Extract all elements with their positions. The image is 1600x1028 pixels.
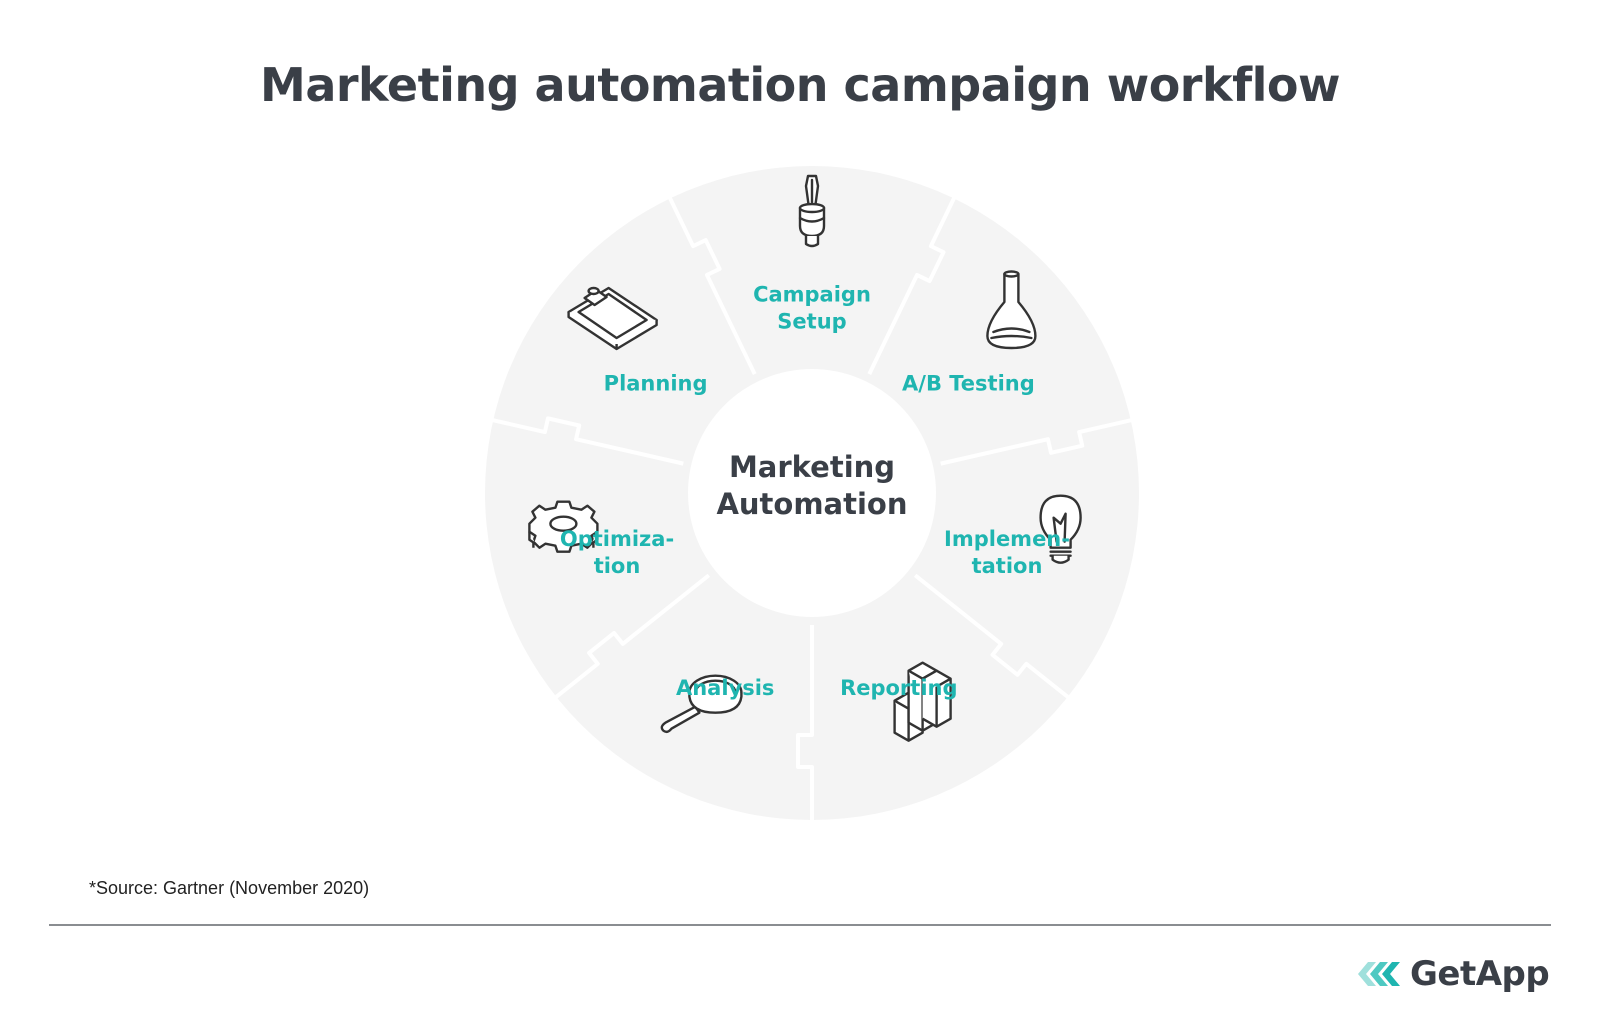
center-label-line2: Automation	[716, 487, 907, 521]
segment-label: Implemen-	[944, 527, 1070, 551]
segment-label: Reporting	[840, 676, 957, 700]
segment-label: Setup	[777, 310, 846, 334]
segment-label: Planning	[604, 371, 708, 395]
source-note: *Source: Gartner (November 2020)	[89, 878, 369, 899]
footer-divider	[49, 924, 1551, 926]
segment-label: tion	[594, 554, 641, 578]
segment-label: Optimiza-	[560, 527, 674, 551]
brand-name: GetApp	[1410, 954, 1549, 994]
center-label-line1: Marketing	[729, 450, 895, 484]
brand-logo: GetApp	[1356, 952, 1549, 996]
segment-label: Campaign	[753, 283, 871, 307]
segment-label: tation	[972, 554, 1043, 578]
segment-label: A/B Testing	[902, 371, 1035, 395]
segment-label: Analysis	[676, 676, 774, 700]
getapp-logo-icon	[1356, 957, 1406, 991]
